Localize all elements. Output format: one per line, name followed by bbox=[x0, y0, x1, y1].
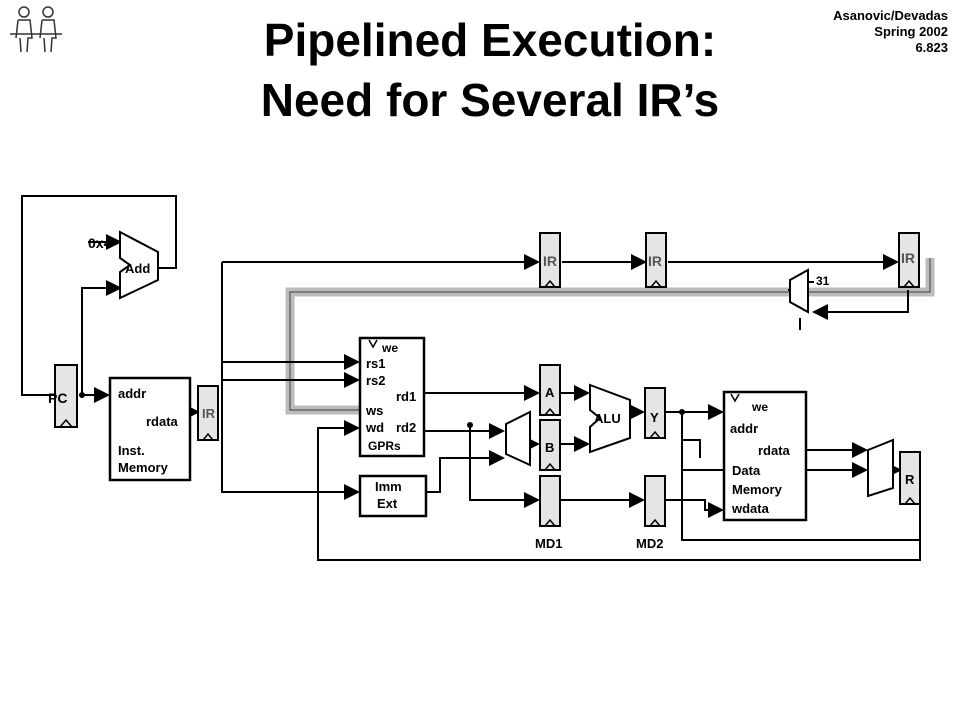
dmem-name-line2: Memory bbox=[732, 482, 783, 497]
reg-a-label: A bbox=[545, 385, 555, 400]
register-file: we rs1 rs2 rd1 ws wd rd2 GPRs bbox=[358, 336, 426, 458]
imem-name-line2: Memory bbox=[118, 460, 169, 475]
adder-label: Add bbox=[125, 261, 150, 276]
author-credit: Asanovic/Devadas Spring 2002 6.823 bbox=[833, 8, 948, 56]
alu: ALU bbox=[589, 383, 631, 454]
ir-register-execute: IR bbox=[645, 232, 667, 288]
dmem-name-line1: Data bbox=[732, 463, 761, 478]
register-b: B bbox=[539, 419, 561, 471]
imm-line2-label: Ext bbox=[377, 496, 398, 511]
pc-register: PC bbox=[48, 364, 78, 428]
title-line-1: Pipelined Execution: bbox=[263, 14, 717, 66]
register-r: R bbox=[899, 451, 921, 505]
imem-name-line1: Inst. bbox=[118, 443, 145, 458]
gpr-rd2-label: rd2 bbox=[396, 420, 416, 435]
wires bbox=[21, 195, 921, 561]
dmem-rdata-label: rdata bbox=[758, 443, 791, 458]
pc-adder: 0x4 Add bbox=[88, 230, 159, 300]
ir-memory-label: IR bbox=[901, 250, 915, 266]
register-md2: MD2 bbox=[636, 475, 666, 551]
immediate-extender: Imm Ext bbox=[358, 474, 428, 518]
gpr-rs1-label: rs1 bbox=[366, 356, 386, 371]
ir-decode-label: IR bbox=[543, 253, 557, 269]
alu-label: ALU bbox=[594, 411, 621, 426]
register-y: Y bbox=[644, 387, 666, 439]
gpr-wd-label: wd bbox=[365, 420, 384, 435]
reg-r-label: R bbox=[905, 472, 915, 487]
gpr-we-label: we bbox=[381, 341, 398, 355]
instruction-memory: addr rdata Inst. Memory bbox=[108, 376, 192, 482]
pc-label: PC bbox=[48, 390, 67, 406]
slide-title: Pipelined Execution: Need for Several IR… bbox=[0, 10, 960, 130]
ir-register-memory: IR bbox=[898, 232, 920, 288]
title-line-2: Need for Several IR’s bbox=[260, 74, 720, 126]
gpr-ws-label: ws bbox=[365, 403, 383, 418]
gpr-rs2-label: rs2 bbox=[366, 373, 386, 388]
reg-y-label: Y bbox=[650, 410, 659, 425]
result-mux bbox=[867, 438, 894, 498]
const-31-label: 31 bbox=[816, 274, 830, 288]
ir-fetch-label: IR bbox=[202, 406, 216, 421]
adder-const: 0x4 bbox=[88, 235, 112, 251]
operand-b-mux bbox=[505, 410, 531, 467]
dmem-addr-label: addr bbox=[730, 421, 758, 436]
register-a: A bbox=[539, 364, 561, 416]
md1-label: MD1 bbox=[535, 536, 562, 551]
imm-line1-label: Imm bbox=[375, 479, 402, 494]
gpr-rd1-label: rd1 bbox=[396, 389, 416, 404]
ir-register-decode: IR bbox=[539, 232, 561, 288]
imem-rdata-label: rdata bbox=[146, 414, 179, 429]
md2-label: MD2 bbox=[636, 536, 663, 551]
ir-register-fetch: IR bbox=[197, 385, 219, 441]
credit-authors: Asanovic/Devadas bbox=[833, 8, 948, 23]
imem-addr-label: addr bbox=[118, 386, 146, 401]
dmem-we-label: we bbox=[751, 400, 768, 414]
mit-logo-icon bbox=[10, 6, 62, 53]
credit-term: Spring 2002 bbox=[874, 24, 948, 39]
ir-execute-label: IR bbox=[648, 253, 662, 269]
data-memory: we addr rdata Data Memory wdata bbox=[722, 390, 808, 522]
reg-b-label: B bbox=[545, 440, 554, 455]
writeback-address-mux: 31 bbox=[789, 268, 830, 314]
gpr-name-label: GPRs bbox=[368, 439, 401, 453]
credit-course: 6.823 bbox=[915, 40, 948, 55]
register-md1: MD1 bbox=[535, 475, 562, 551]
dmem-wdata-label: wdata bbox=[731, 501, 770, 516]
